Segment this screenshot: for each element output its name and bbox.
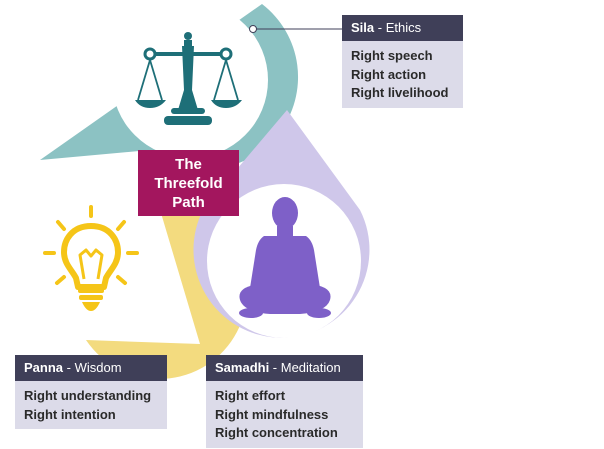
panna-items: Right understanding Right intention	[15, 381, 167, 429]
lightbulb-icon	[43, 205, 139, 311]
sila-meaning: Ethics	[385, 20, 422, 35]
panna-label: Panna - Wisdom Right understanding Right…	[15, 355, 167, 429]
samadhi-label: Samadhi - Meditation Right effort Right …	[206, 355, 363, 448]
sila-separator: -	[374, 20, 386, 35]
samadhi-meaning: Meditation	[280, 360, 341, 375]
title-line-1: The	[175, 155, 202, 173]
scales-of-justice-icon	[135, 32, 242, 125]
sila-item: Right action	[351, 66, 427, 82]
sila-name: Sila	[351, 20, 375, 35]
meditating-person-icon	[239, 197, 331, 318]
samadhi-item: Right mindfulness	[215, 406, 329, 422]
samadhi-name: Samadhi	[215, 360, 270, 375]
sila-item: Right livelihood	[351, 85, 449, 100]
threefold-path-title: The Threefold Path	[138, 150, 239, 216]
panna-meaning: Wisdom	[74, 360, 122, 375]
panna-separator: -	[63, 360, 75, 375]
sila-label: Sila - Ethics Right speech Right action …	[342, 15, 463, 108]
title-line-3: Path	[172, 193, 205, 211]
panna-item: Right intention	[24, 406, 116, 422]
title-line-2: Threefold	[154, 174, 223, 192]
samadhi-item: Right concentration	[215, 425, 338, 440]
samadhi-items: Right effort Right mindfulness Right con…	[206, 381, 363, 448]
panna-item: Right understanding	[24, 388, 152, 403]
sila-connector	[249, 25, 342, 33]
samadhi-header: Samadhi - Meditation	[206, 355, 363, 381]
panna-name: Panna	[24, 360, 64, 375]
samadhi-separator: -	[269, 360, 281, 375]
samadhi-item: Right effort	[215, 388, 286, 403]
sila-items: Right speech Right action Right liveliho…	[342, 41, 463, 108]
sila-item: Right speech	[351, 48, 433, 63]
panna-header: Panna - Wisdom	[15, 355, 167, 381]
sila-header: Sila - Ethics	[342, 15, 463, 41]
